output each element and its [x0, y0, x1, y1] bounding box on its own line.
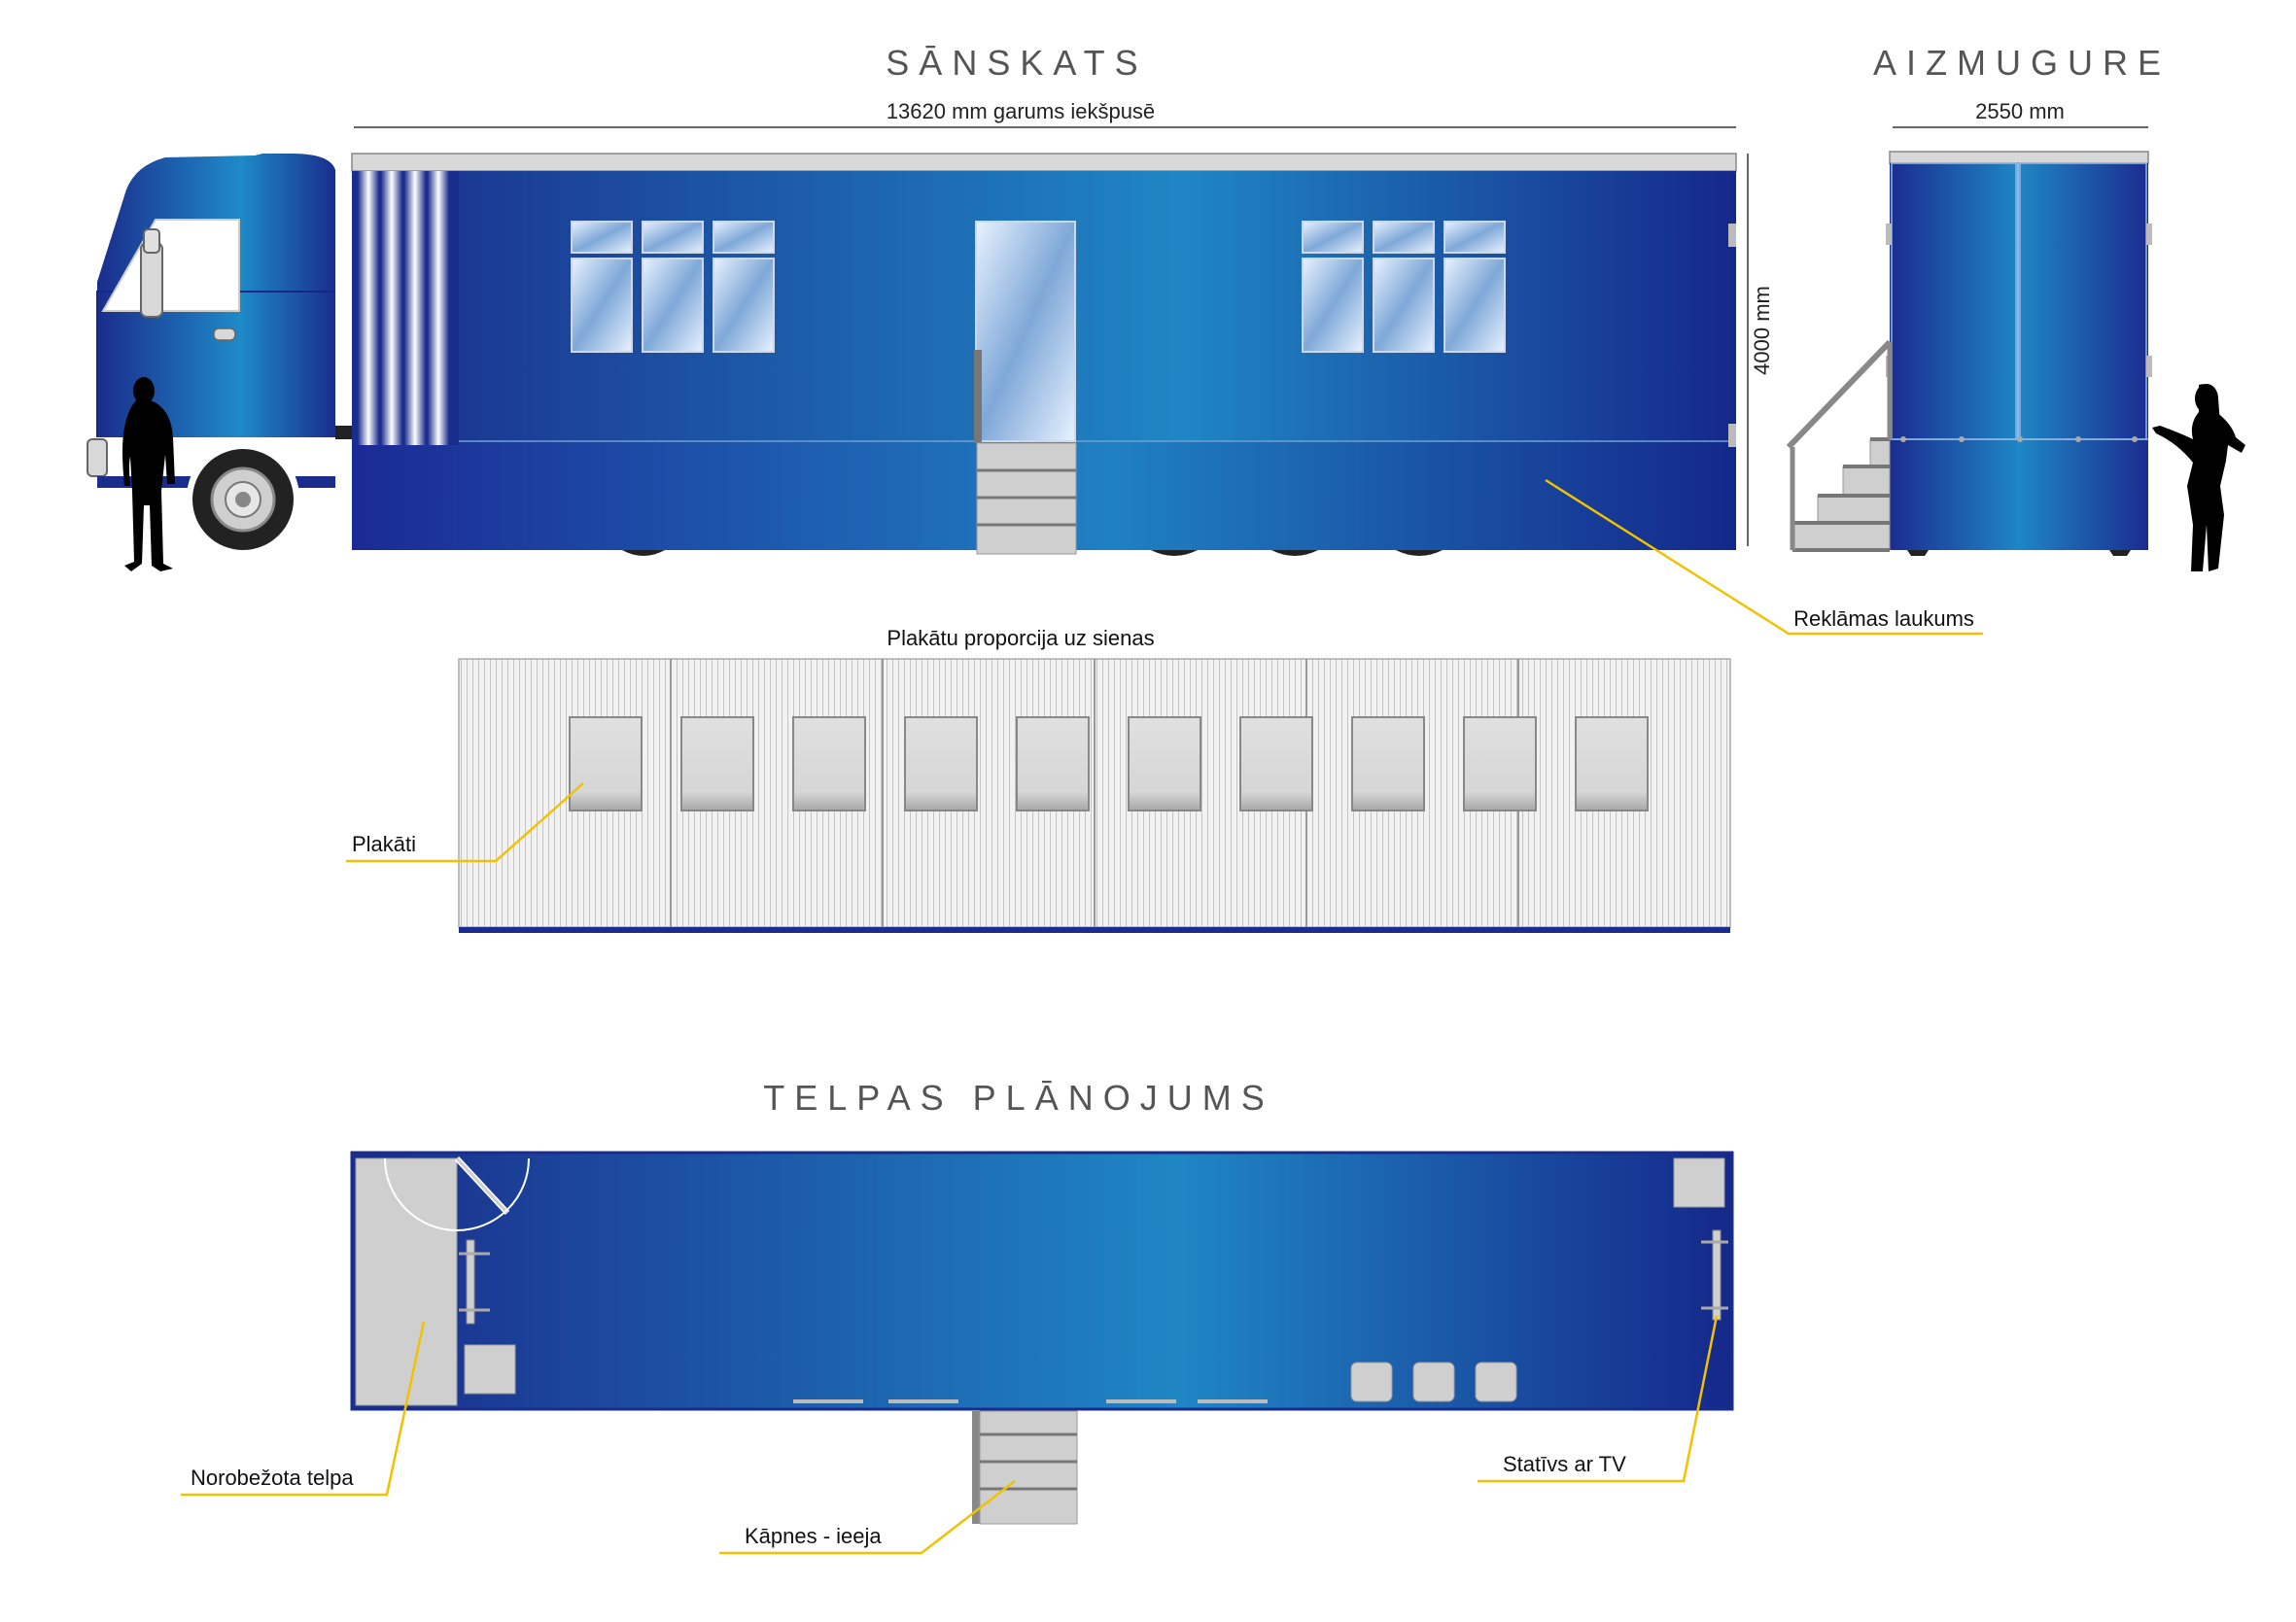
trailer-rear [1886, 151, 2152, 556]
stairs-entrance-label: Kāpnes - ieeja [745, 1524, 882, 1548]
cab-window [101, 219, 240, 312]
advertising-leader-line [1545, 478, 1983, 636]
rear-view-title: AIZMUGURE [1873, 43, 2171, 83]
tv-stand-label: Statīvs ar TV [1503, 1452, 1626, 1476]
width-dimension: 2550 mm [1975, 99, 2065, 123]
enclosed-room-label: Norobežota telpa [191, 1466, 354, 1490]
posters [569, 716, 1649, 811]
enclosed-room-leader-line [181, 1321, 426, 1497]
entrance-door [975, 221, 1076, 442]
windows-right [1302, 221, 1506, 353]
poster-wall [458, 658, 1731, 933]
poster-proportion-label: Plakātu proporcija uz sienas [887, 626, 1154, 650]
door-handle-bar [974, 350, 982, 443]
enclosed-room [355, 1157, 458, 1406]
height-dimension: 4000 mm [1750, 286, 1774, 375]
truck-cab [87, 154, 353, 554]
tv-stand-leader-line [1478, 1315, 1719, 1483]
door-handle [213, 328, 236, 341]
side-curtain [352, 171, 459, 445]
stairs-leader-line [719, 1480, 1016, 1555]
floor-stairs [972, 1410, 1078, 1525]
rear-stairs [1786, 339, 1893, 552]
length-dimension: 13620 mm garums iekšpusē [887, 99, 1155, 123]
posters-leader-line [346, 782, 584, 863]
windows-left [571, 221, 775, 353]
person-silhouette-icon [122, 377, 175, 571]
woman-silhouette-icon [2152, 384, 2245, 571]
floor-plan [350, 1151, 1734, 1411]
floor-plan-title: TELPAS PLĀNOJUMS [763, 1078, 1273, 1118]
side-view-title: SĀNSKATS [886, 43, 1147, 83]
trailer-roof [351, 153, 1737, 172]
trailer-side [351, 153, 1737, 556]
side-mirror [140, 242, 163, 318]
side-stairs [976, 442, 1077, 555]
advertising-area-label: Reklāmas laukums [1793, 606, 1974, 631]
posters-label: Plakāti [352, 832, 416, 856]
